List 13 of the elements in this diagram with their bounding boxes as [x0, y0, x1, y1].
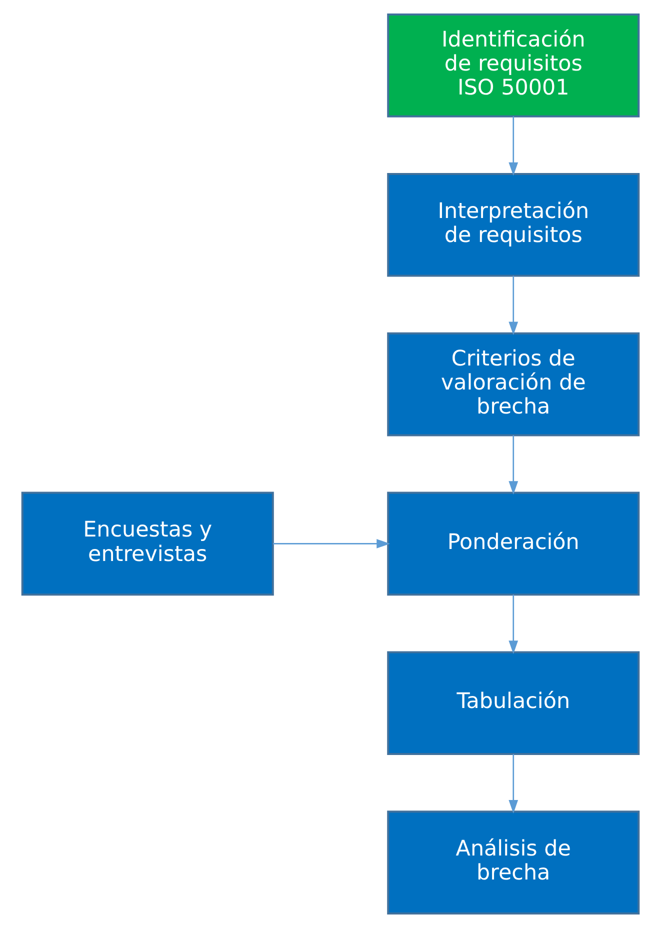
arrow	[508, 434, 518, 494]
node-box: Interpretación de requisitos	[387, 172, 640, 276]
node-box: Identificación de requisitos ISO 50001	[387, 13, 640, 117]
arrow	[273, 538, 390, 548]
node-box: Tabulación	[387, 650, 640, 755]
arrow	[508, 754, 518, 813]
node-box: Ponderación	[387, 491, 640, 596]
arrow	[508, 594, 518, 654]
node-box: Encuestas y entrevistas	[21, 491, 274, 596]
arrow	[508, 275, 518, 335]
arrow	[508, 116, 518, 176]
node-box: Análisis de brecha	[387, 810, 640, 914]
node-box: Criterios de valoración de brecha	[387, 332, 640, 436]
